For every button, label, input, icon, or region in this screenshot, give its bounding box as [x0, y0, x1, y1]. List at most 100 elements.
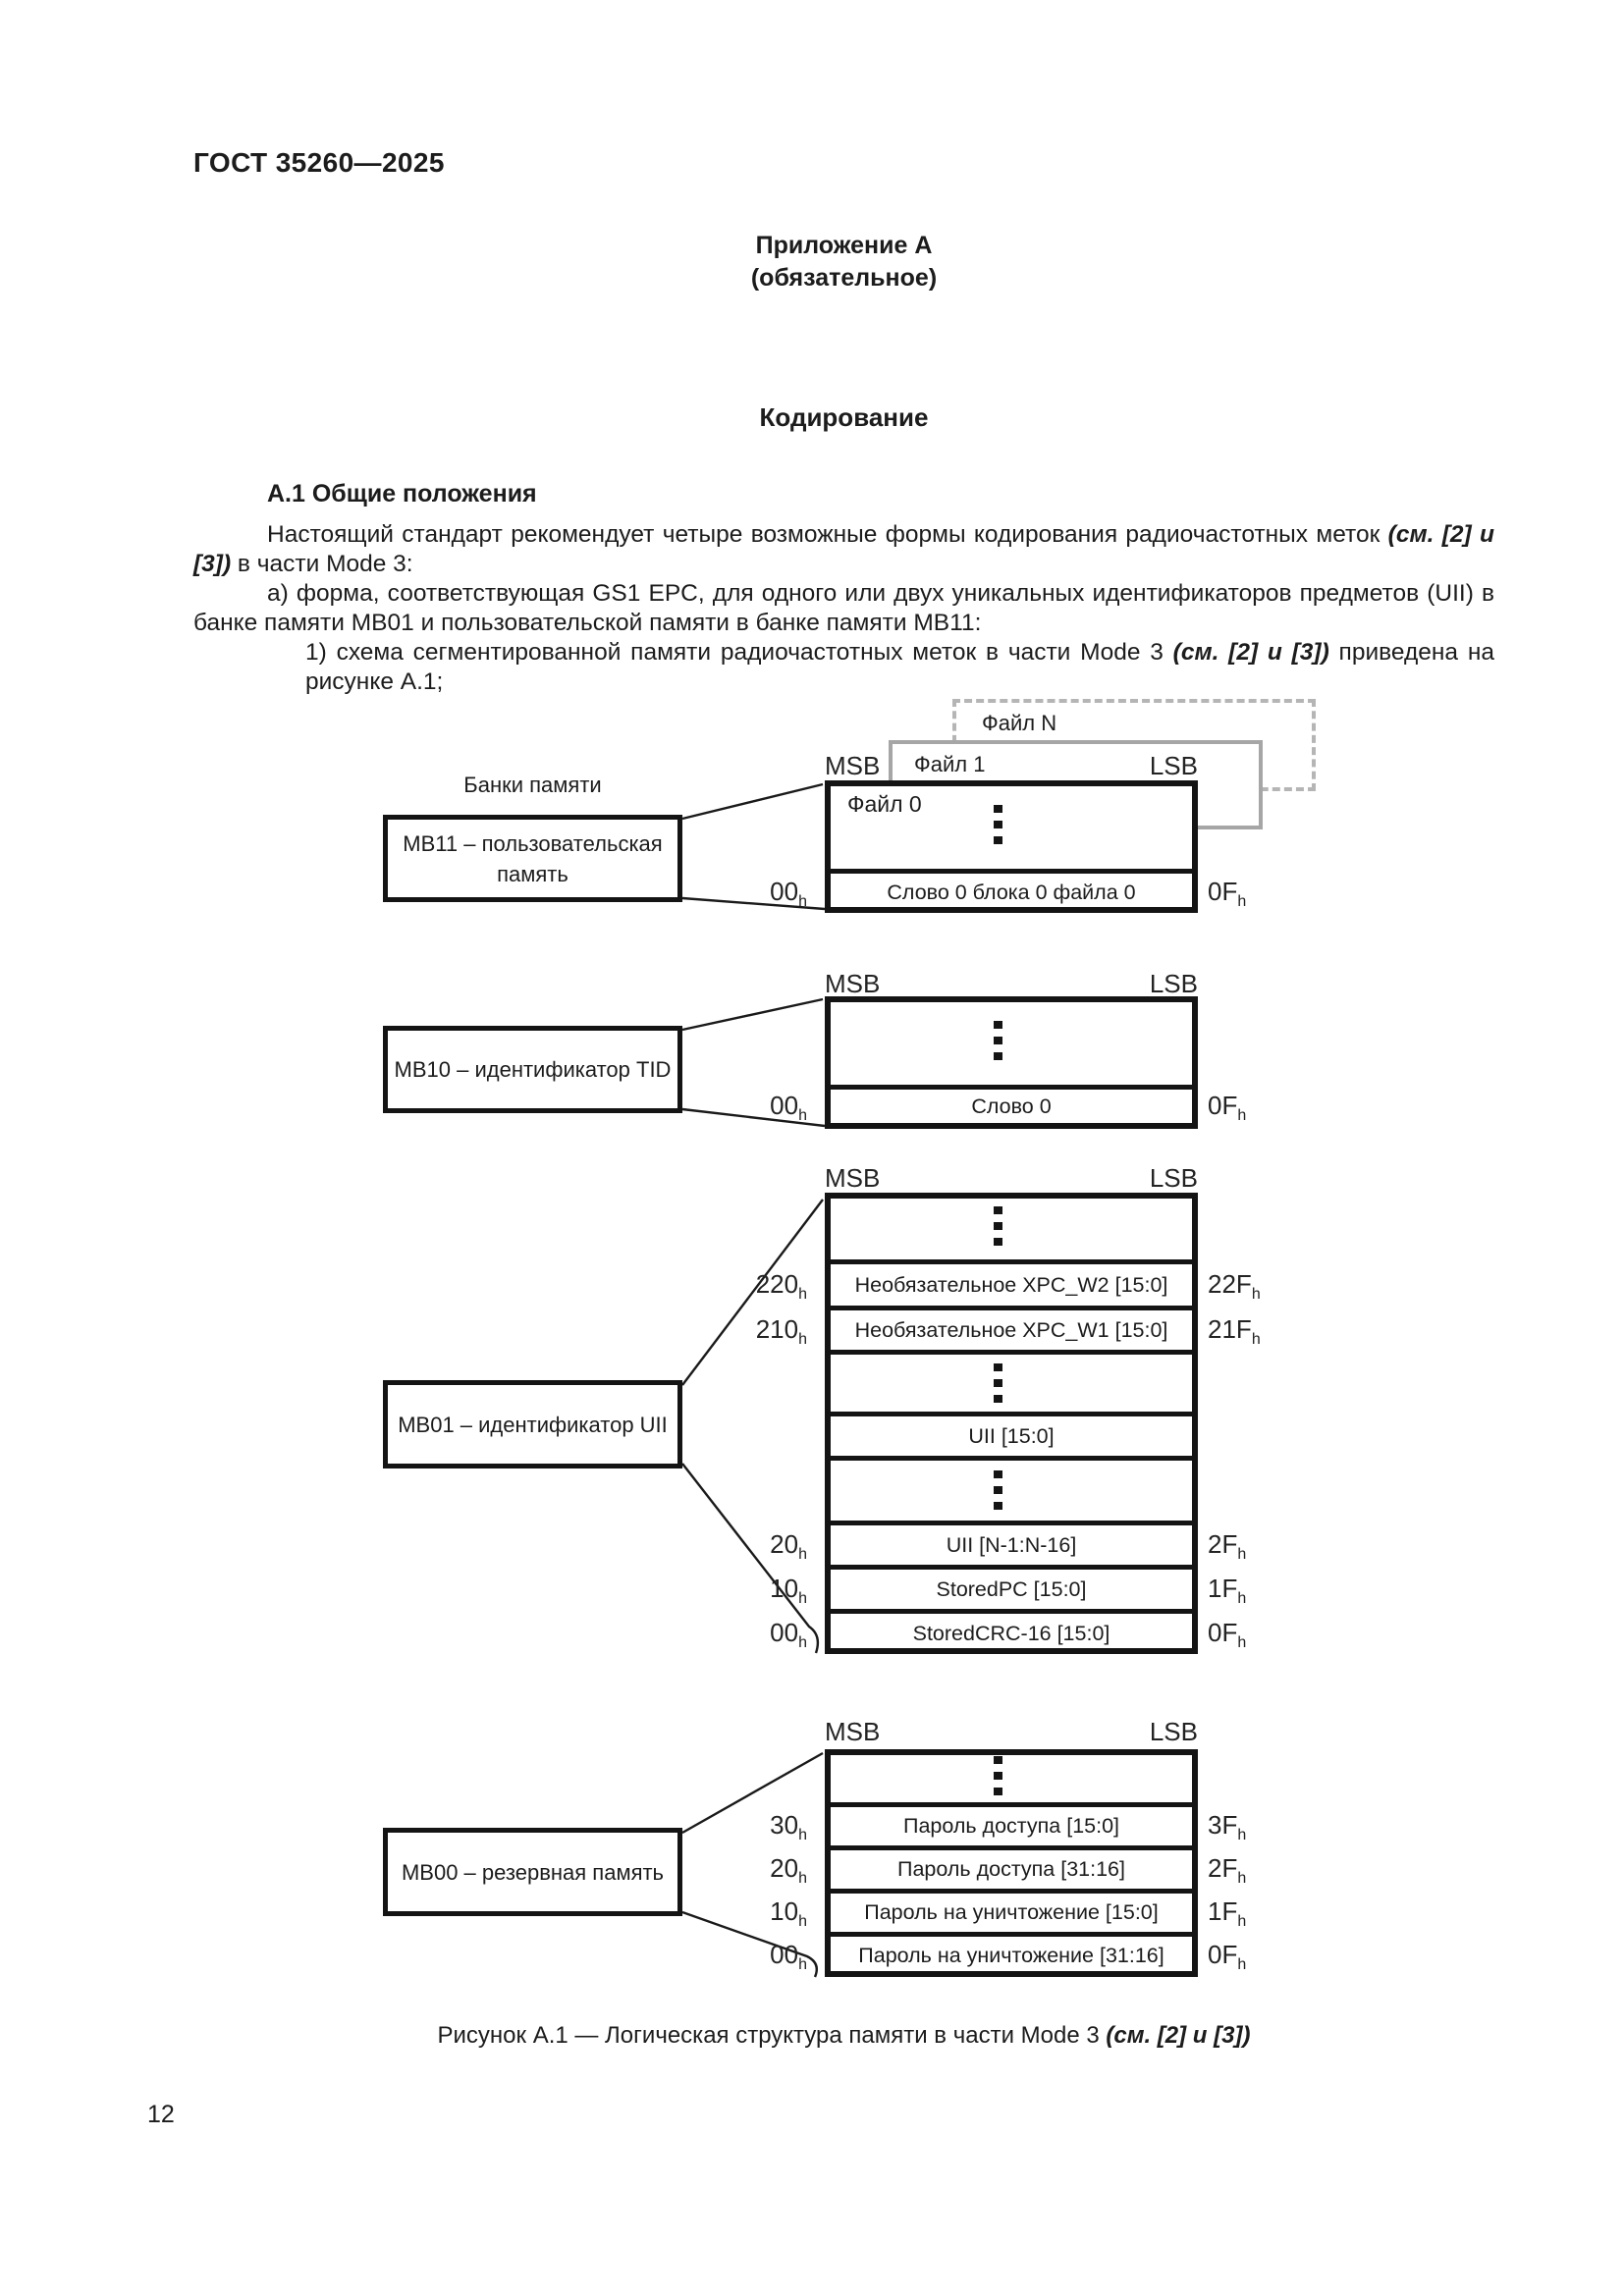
- appendix-label: Приложение А: [755, 232, 933, 259]
- hex-value: 220: [755, 1269, 799, 1299]
- vertical-ellipsis: [994, 1363, 1002, 1403]
- hex-value: 21F: [1208, 1314, 1252, 1344]
- memory-row-label: Необязательное XPC_W1 [15:0]: [854, 1318, 1168, 1342]
- memory-stack-mb00: [825, 1749, 1198, 1977]
- addr-label-start: 00h: [630, 1618, 807, 1658]
- bank-label: МВ11 – пользовательская: [403, 830, 663, 856]
- row-divider: [831, 1889, 1192, 1894]
- row-divider: [831, 1609, 1192, 1614]
- addr-label-end: 2Fh: [1208, 1853, 1384, 1894]
- hex-suffix: h: [1237, 1870, 1247, 1888]
- hex-suffix: h: [798, 1331, 807, 1349]
- lsb-label: LSB: [1149, 1163, 1198, 1193]
- addr-label-start: 00h: [630, 1091, 807, 1131]
- file-n-label: Файл N: [982, 711, 1057, 735]
- memory-row-label: UII [15:0]: [968, 1424, 1055, 1448]
- hex-suffix: h: [1237, 1913, 1247, 1931]
- section-heading: А.1 Общие положения: [267, 480, 537, 507]
- addr-label-start: 220h: [630, 1269, 807, 1309]
- document-number: ГОСТ 35260—2025: [193, 147, 445, 178]
- addr-label-start: 00h: [630, 877, 807, 917]
- hex-suffix: h: [1237, 1590, 1247, 1608]
- vertical-ellipsis: [994, 1470, 1002, 1510]
- body-line-6: рисунке А.1;: [305, 668, 444, 695]
- row-divider: [831, 869, 1192, 874]
- vertical-ellipsis: [994, 1756, 1002, 1795]
- hex-suffix: h: [1251, 1286, 1261, 1304]
- file-0-label: Файл 0: [847, 791, 922, 817]
- hex-value: 0F: [1208, 1940, 1238, 1969]
- hex-value: 00: [770, 877, 799, 906]
- hex-value: 20: [770, 1853, 799, 1883]
- body-line-3: а) форма, соответствующая GS1 EPC, для о…: [267, 580, 1494, 607]
- body-text: Настоящий стандарт рекомендует четыре во…: [267, 521, 1388, 548]
- memory-row-label: Пароль на уничтожение [31:16]: [858, 1944, 1164, 1967]
- row-divider: [831, 1306, 1192, 1310]
- addr-label-start: 20h: [630, 1853, 807, 1894]
- row-divider: [831, 1456, 1192, 1461]
- hex-value: 2F: [1208, 1529, 1238, 1559]
- msb-lsb-row: MSB LSB: [825, 1164, 1198, 1192]
- hex-suffix: h: [798, 1956, 807, 1974]
- memory-stack-mb10: [825, 996, 1198, 1129]
- hex-value: 10: [770, 1896, 799, 1926]
- row-divider: [831, 1521, 1192, 1525]
- hex-value: 210: [755, 1314, 799, 1344]
- bank-box-mb00: МВ00 – резервная память: [383, 1828, 682, 1916]
- row-divider: [831, 1085, 1192, 1090]
- addr-label-end: 1Fh: [1208, 1574, 1384, 1614]
- hex-suffix: h: [1237, 1956, 1247, 1974]
- appendix-type: (обязательное): [750, 264, 938, 292]
- vertical-ellipsis: [994, 1021, 1002, 1060]
- addr-label-start: 30h: [630, 1810, 807, 1850]
- figure-caption: Рисунок А.1 — Логическая структура памят…: [193, 2022, 1494, 2050]
- addr-label-end: 0Fh: [1208, 877, 1384, 917]
- addr-label-end: 2Fh: [1208, 1529, 1384, 1570]
- hex-value: 1F: [1208, 1896, 1238, 1926]
- hex-value: 2F: [1208, 1853, 1238, 1883]
- body-line-1: Настоящий стандарт рекомендует четыре во…: [267, 520, 1494, 550]
- banks-caption: Банки памяти: [463, 773, 602, 797]
- bank-label: МВ10 – идентификатор TID: [394, 1057, 672, 1082]
- word-row-label: Слово 0 блока 0 файла 0: [887, 881, 1136, 904]
- hex-suffix: h: [1237, 893, 1247, 911]
- hex-value: 0F: [1208, 1091, 1238, 1120]
- bank-label: МВ01 – идентификатор UII: [398, 1412, 668, 1437]
- page-number: 12: [147, 2101, 175, 2128]
- row-divider: [831, 1565, 1192, 1570]
- hex-suffix: h: [798, 1827, 807, 1844]
- addr-label-end: 3Fh: [1208, 1810, 1384, 1850]
- hex-value: 00: [770, 1091, 799, 1120]
- addr-label-end: 21Fh: [1208, 1314, 1384, 1355]
- lsb-label: LSB: [1149, 751, 1198, 780]
- hex-suffix: h: [1237, 1634, 1247, 1652]
- memory-row-label: Пароль доступа [15:0]: [902, 1814, 1120, 1838]
- hex-value: 10: [770, 1574, 799, 1603]
- addr-label-start: 210h: [630, 1314, 807, 1355]
- memory-row-label: StoredCRC-16 [15:0]: [912, 1622, 1110, 1645]
- row-divider: [831, 1802, 1192, 1807]
- memory-row-label: Пароль на уничтожение [15:0]: [864, 1900, 1159, 1924]
- lsb-label: LSB: [1149, 969, 1198, 998]
- hex-value: 00: [770, 1940, 799, 1969]
- addr-label-start: 10h: [630, 1896, 807, 1937]
- citation-ref: [3]): [193, 551, 232, 577]
- addr-label-end: 0Fh: [1208, 1091, 1384, 1131]
- msb-lsb-row: MSB LSB: [825, 970, 1198, 997]
- msb-label: MSB: [825, 1163, 881, 1193]
- hex-suffix: h: [1237, 1107, 1247, 1125]
- hex-suffix: h: [798, 1913, 807, 1931]
- msb-label: MSB: [825, 969, 881, 998]
- body-line-2: [3]) в части Mode 3:: [193, 550, 413, 579]
- hex-value: 3F: [1208, 1810, 1238, 1840]
- row-divider: [831, 1259, 1192, 1264]
- addr-label-end: 0Fh: [1208, 1618, 1384, 1658]
- hex-value: 20: [770, 1529, 799, 1559]
- body-line-5: 1) схема сегментированной памяти радиоча…: [305, 638, 1494, 667]
- body-text: приведена на: [1328, 639, 1494, 666]
- row-divider: [831, 1412, 1192, 1416]
- word-row-label: Слово 0: [971, 1095, 1052, 1118]
- memory-stack-mb11: [825, 780, 1198, 913]
- msb-label: MSB: [825, 751, 881, 780]
